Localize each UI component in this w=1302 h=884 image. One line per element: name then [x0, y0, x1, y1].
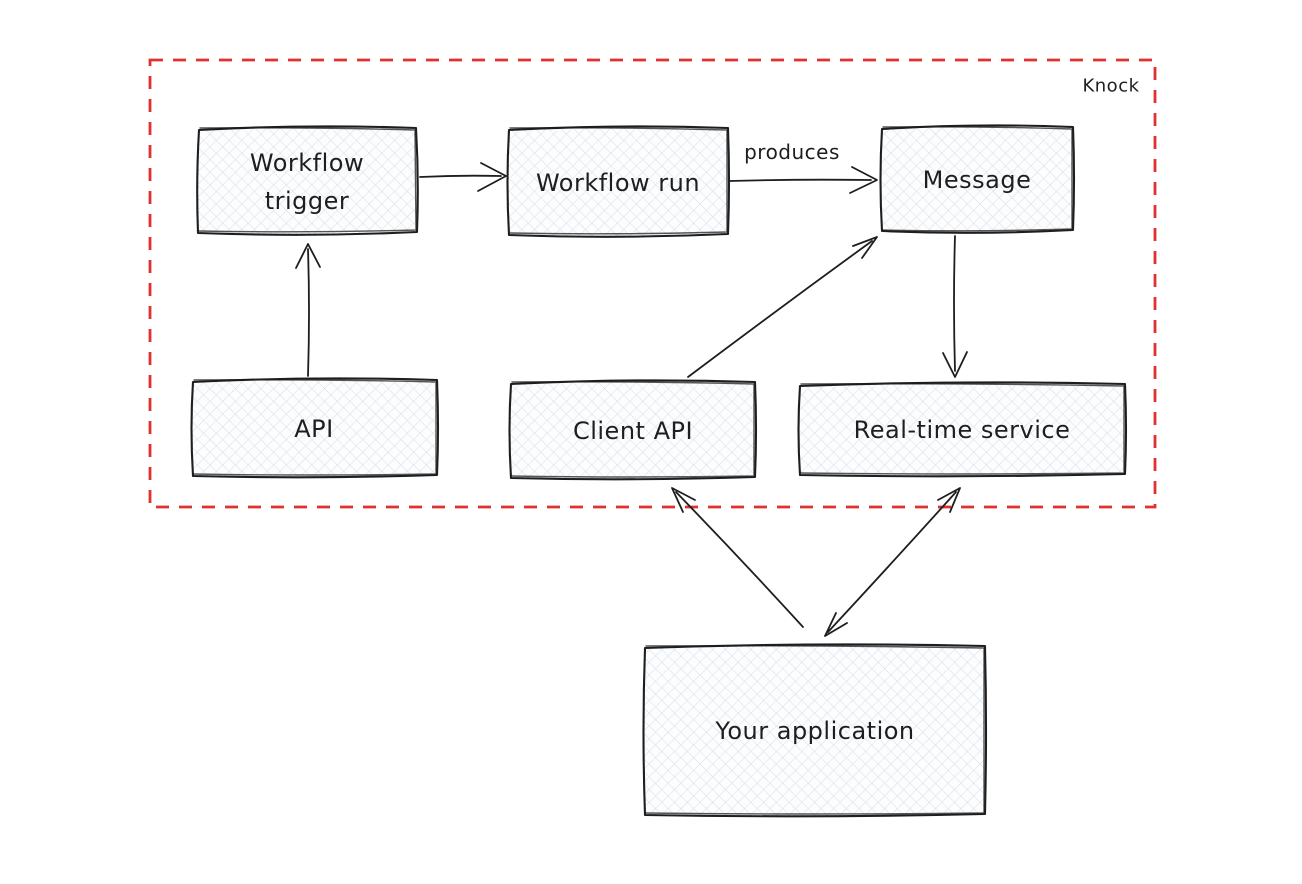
box-outline	[797, 381, 1128, 478]
node-label: API	[294, 415, 333, 443]
edge-your-application-to-client-api	[671, 487, 804, 628]
edge-client-api-to-message	[687, 236, 878, 378]
node-your-application: Your application	[642, 643, 988, 818]
node-workflow-run: Workflow run	[506, 125, 731, 238]
arrow-line	[953, 235, 956, 372]
arrow-head	[671, 487, 696, 513]
edge-api-to-workflow-trigger	[295, 243, 321, 377]
edge-workflow-run-to-message: produces	[728, 140, 878, 194]
arrow-line	[675, 491, 804, 628]
node-label: Client API	[573, 417, 693, 445]
node-workflow-trigger: Workflow trigger	[196, 125, 419, 236]
box-outline	[642, 643, 988, 818]
edge-message-to-realtime-service	[942, 235, 968, 378]
node-api: API	[190, 377, 440, 479]
node-label: Workflow run	[536, 169, 700, 197]
box-outline	[506, 125, 731, 238]
node-label: Real-time service	[854, 416, 1071, 444]
node-label-line1: Workflow	[250, 149, 364, 177]
knock-container-border	[148, 58, 1157, 509]
edge-label-produces: produces	[744, 140, 840, 164]
arrow-line	[728, 178, 872, 182]
box-outline	[879, 124, 1076, 234]
box-outline-second-pass	[198, 127, 417, 233]
node-label: Message	[923, 166, 1032, 194]
knock-container-label: Knock	[1082, 76, 1139, 97]
knock-container: Knock	[148, 58, 1157, 509]
box-outline	[196, 125, 419, 236]
node-realtime-service: Real-time service	[797, 381, 1128, 478]
box-outline-second-pass	[510, 381, 755, 478]
arrow-head	[852, 236, 878, 259]
box-outline-second-pass	[644, 645, 985, 815]
edges: produces	[295, 140, 968, 637]
box-outline-second-pass	[192, 379, 437, 476]
arrow-line	[687, 240, 873, 378]
edge-your-application-to-realtime-service	[824, 487, 961, 637]
node-label-line2: trigger	[265, 187, 350, 215]
box-outline	[190, 377, 440, 479]
arrow-head	[295, 243, 321, 269]
box-outline	[508, 379, 758, 481]
arrow-head	[849, 166, 878, 194]
node-message: Message	[879, 124, 1076, 234]
arrow-line	[827, 491, 957, 633]
arrow-head-bottom	[824, 612, 848, 637]
box-outline-second-pass	[509, 127, 728, 235]
nodes: Workflow trigger Workflow run Message AP…	[190, 124, 1128, 818]
edge-workflow-trigger-to-workflow-run	[419, 162, 507, 192]
node-client-api: Client API	[508, 379, 758, 481]
box-outline-second-pass	[799, 383, 1125, 475]
arrow-line	[307, 248, 310, 377]
arrow-head-top	[937, 487, 961, 513]
box-outline-second-pass	[881, 126, 1073, 232]
arrow-line	[419, 174, 502, 178]
node-label: Your application	[714, 717, 914, 745]
arrow-head	[942, 351, 968, 378]
arrow-head	[477, 162, 507, 192]
